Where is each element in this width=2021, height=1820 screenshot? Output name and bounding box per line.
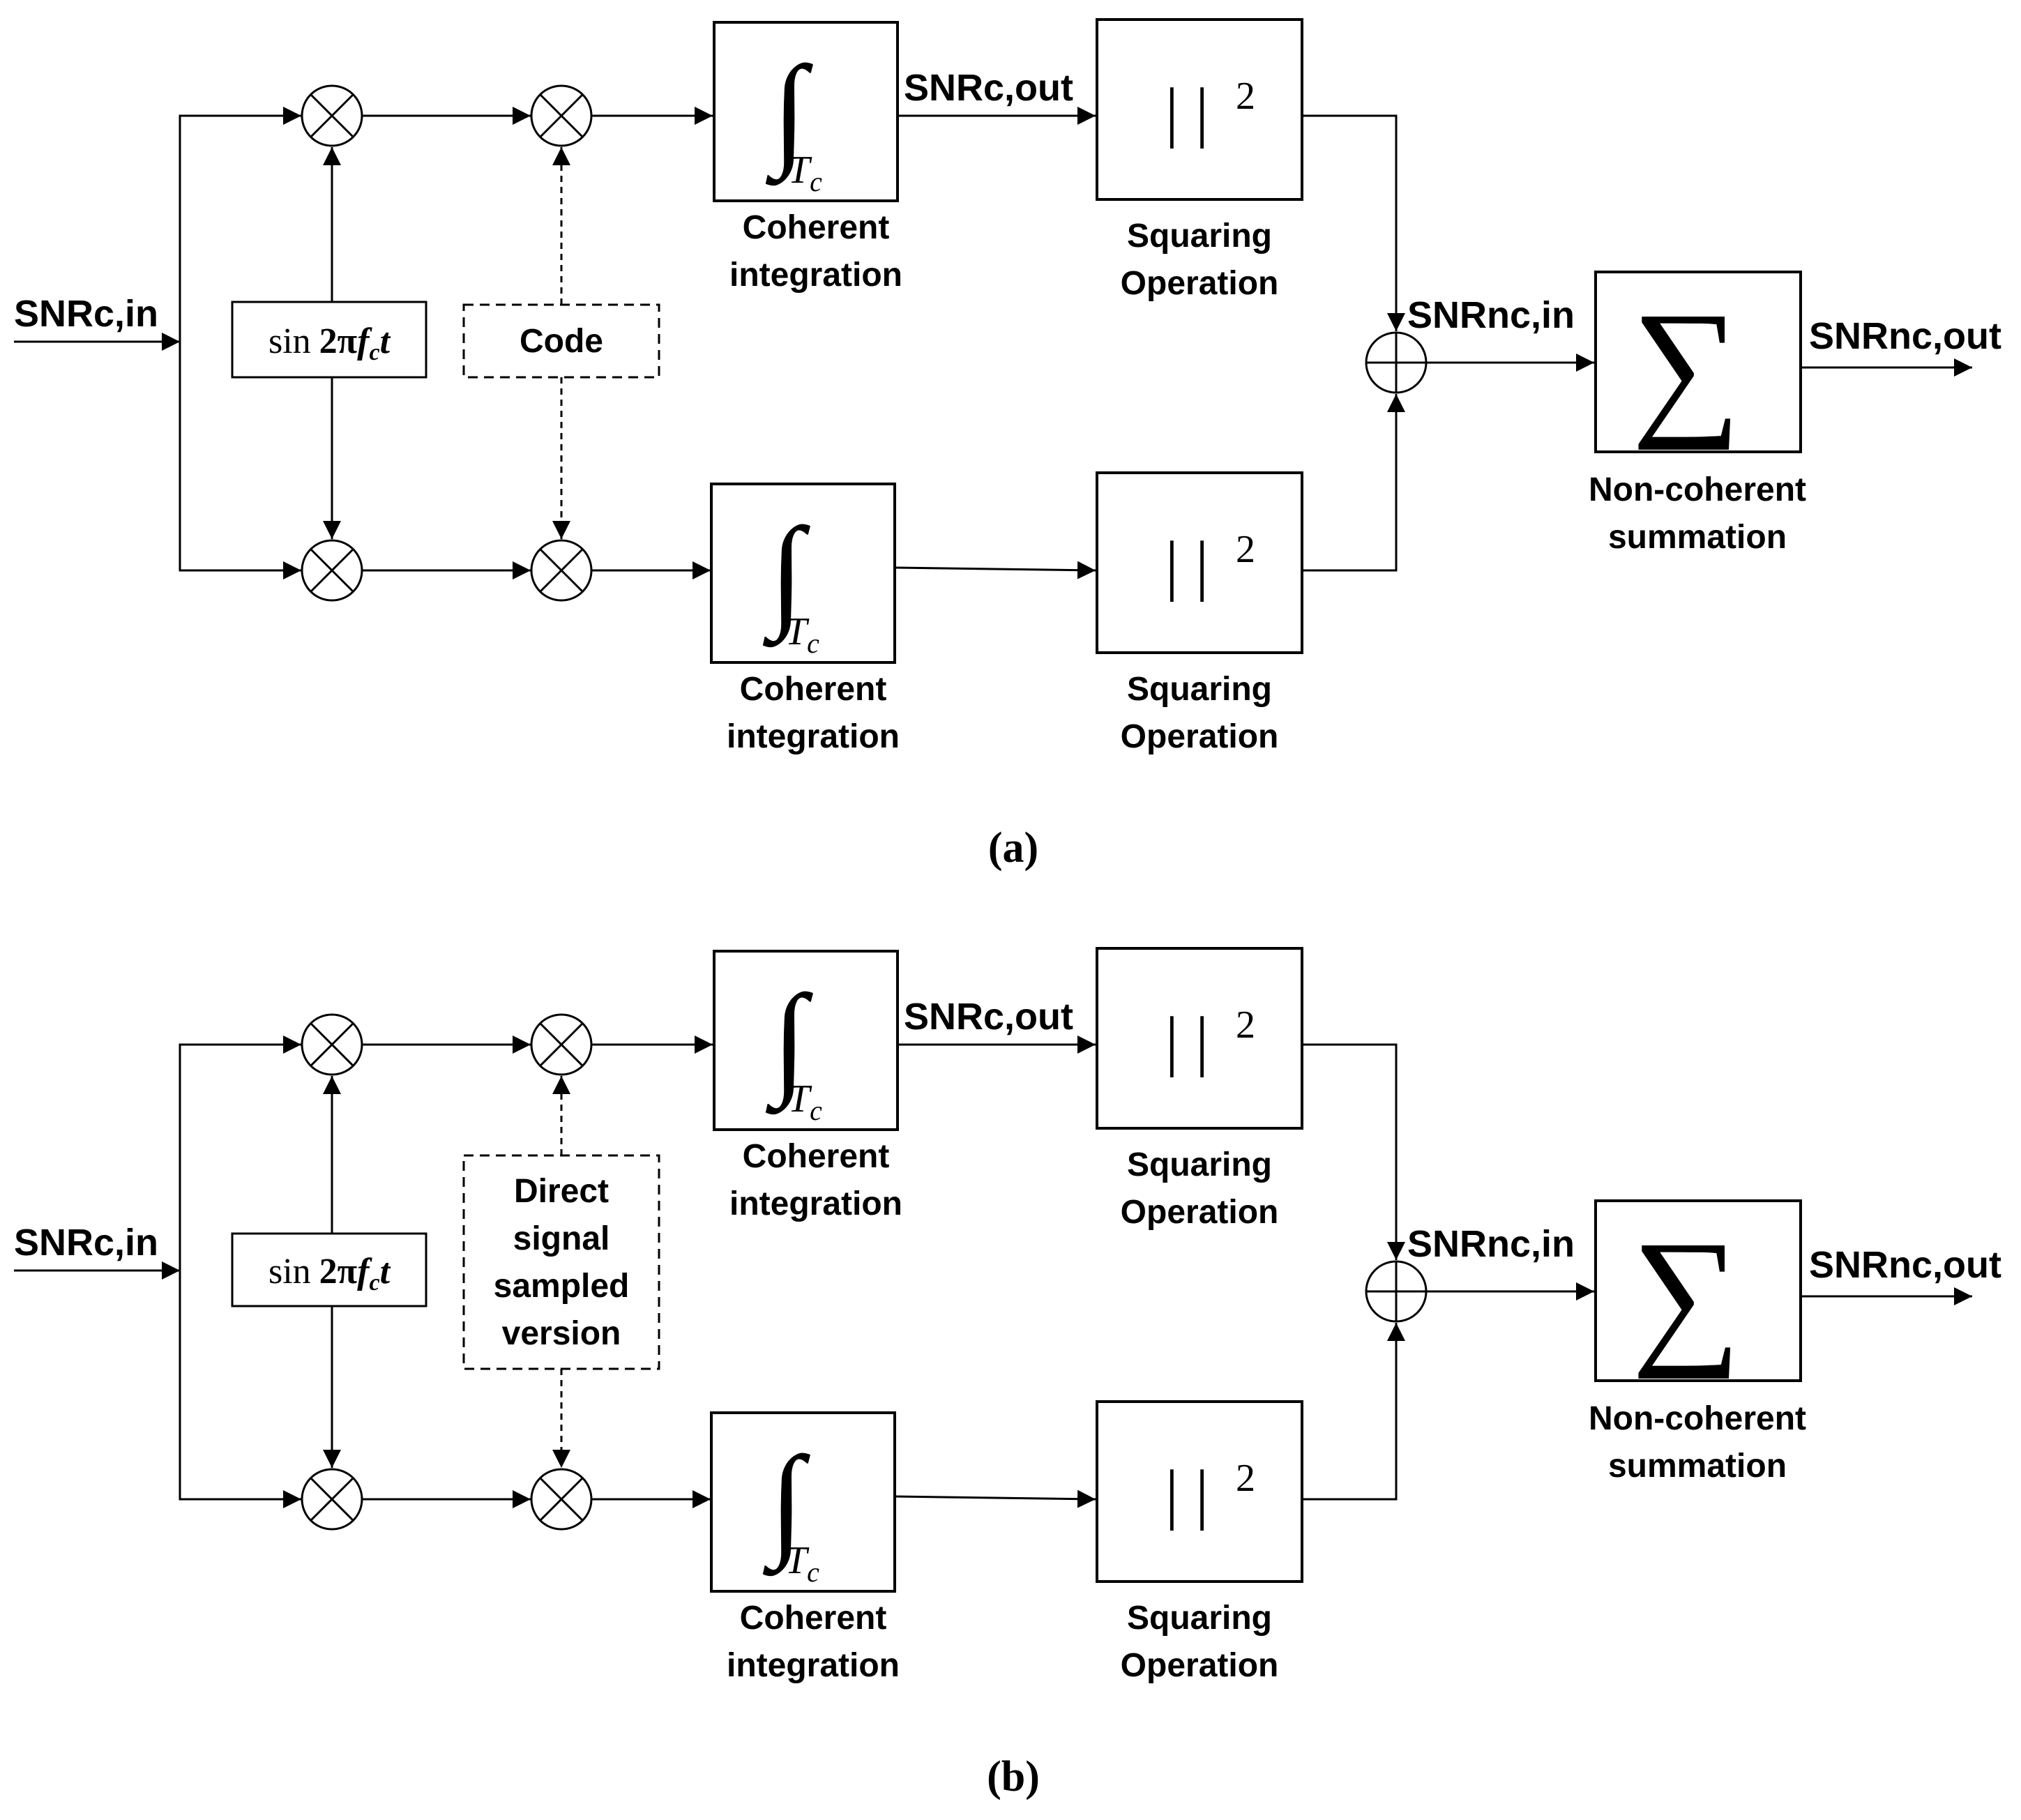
svg-text:Tc: Tc <box>788 1077 822 1126</box>
input-label: SNRc,in <box>14 1222 158 1264</box>
coherent-output-label: SNRc,out <box>904 67 1073 109</box>
output-label: SNRnc,out <box>1809 1244 2001 1286</box>
svg-text:2: 2 <box>1236 75 1255 118</box>
input-label: SNRc,in <box>14 293 158 335</box>
integrator-top: ∫ Tc <box>713 21 899 202</box>
noncoherent-input-label: SNRnc,in <box>1407 294 1575 336</box>
carrier-mixer-top <box>301 84 363 147</box>
svg-text:| |: | | <box>1165 1456 1209 1531</box>
caption-b: (b) <box>987 1753 1040 1800</box>
svg-text:∫: ∫ <box>762 1431 810 1577</box>
svg-text:∑: ∑ <box>1632 1209 1741 1379</box>
squarer-bottom: | | 2 <box>1096 1400 1303 1583</box>
svg-text:| |: | | <box>1165 74 1209 149</box>
code-box <box>462 303 660 379</box>
adder <box>1365 331 1428 394</box>
adder <box>1365 1260 1428 1323</box>
svg-text:| |: | | <box>1165 527 1209 602</box>
caption-a: (a) <box>988 824 1038 872</box>
split-branch <box>179 114 300 572</box>
svg-text:2: 2 <box>1236 1003 1255 1047</box>
summation-block: ∑ <box>1594 1199 1802 1382</box>
svg-text:Tc: Tc <box>785 1539 819 1588</box>
carrier-box <box>231 301 427 379</box>
svg-text:Tc: Tc <box>785 610 819 659</box>
code-box-label: Code <box>520 323 603 360</box>
svg-text:Tc: Tc <box>788 149 822 197</box>
code-mixer-top <box>530 84 593 147</box>
link-int-sq-bottom <box>894 1489 1096 1508</box>
link-sq-adder-bottom <box>1302 1323 1405 1501</box>
svg-text:∑: ∑ <box>1632 280 1741 450</box>
link-sq-adder-top <box>1302 114 1405 331</box>
split-branch <box>179 1043 300 1501</box>
integrator-bottom: ∫ Tc <box>710 1411 896 1593</box>
summation-block: ∑ <box>1594 271 1802 453</box>
carrier-mixer-top <box>301 1013 363 1076</box>
reference-mixer-top <box>530 1013 593 1076</box>
noncoherent-input-label: SNRnc,in <box>1407 1223 1575 1265</box>
carrier-mixer-bottom <box>301 539 363 602</box>
svg-text:| |: | | <box>1165 1003 1209 1077</box>
svg-text:∫: ∫ <box>765 969 813 1115</box>
direct-signal-box <box>462 1154 660 1370</box>
carrier-mixer-bottom <box>301 1468 363 1531</box>
coherent-output-label: SNRc,out <box>904 996 1073 1038</box>
svg-text:∫: ∫ <box>762 502 810 648</box>
link-sq-adder-bottom <box>1302 394 1405 572</box>
link-int-sq-bottom <box>894 561 1096 579</box>
link-sq-adder-top <box>1302 1043 1405 1260</box>
svg-text:∫: ∫ <box>765 40 813 186</box>
svg-text:2: 2 <box>1236 1457 1255 1500</box>
integrator-top: ∫ Tc <box>713 950 899 1131</box>
reference-mixer-bottom <box>530 1468 593 1531</box>
svg-text:2: 2 <box>1236 528 1255 571</box>
squarer-top: | | 2 <box>1096 18 1303 201</box>
carrier-box <box>231 1232 427 1307</box>
output-label: SNRnc,out <box>1809 315 2001 357</box>
code-mixer-bottom <box>530 539 593 602</box>
squarer-bottom: | | 2 <box>1096 471 1303 654</box>
squarer-top: | | 2 <box>1096 947 1303 1130</box>
integrator-bottom: ∫ Tc <box>710 483 896 664</box>
